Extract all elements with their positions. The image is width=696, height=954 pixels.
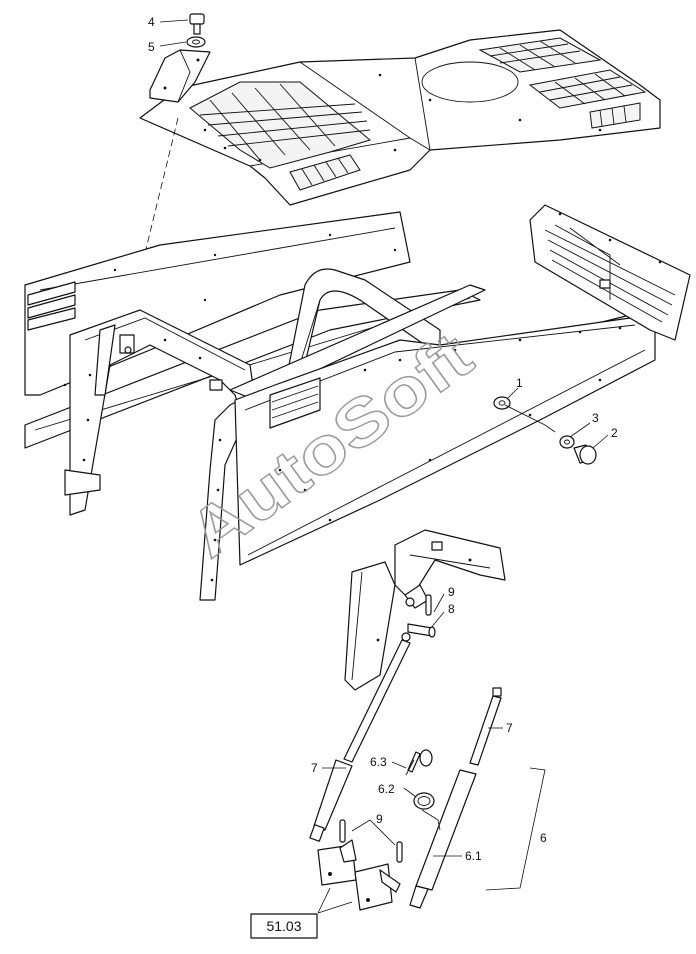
callout-2: 2 [611,426,618,440]
mount-plate-left [317,839,357,886]
pin-9-upper [425,594,432,616]
callout-9-lower: 9 [376,812,383,826]
alignment-line [124,117,179,336]
callout-4: 4 [148,15,155,29]
rear-grille-panel [529,204,691,341]
hinge-column [344,561,396,691]
callout-6-3: 6.3 [370,755,387,769]
gas-strut-left [309,632,411,842]
callout-7-left: 7 [311,761,318,775]
washer-5 [186,36,206,48]
washer-3 [559,435,575,449]
gas-strut-right [409,687,502,909]
callout-3: 3 [592,411,599,425]
leader-lines [159,19,609,914]
hinge-bracket [394,529,506,601]
callout-9-upper: 9 [448,585,455,599]
front-frame [64,309,256,601]
hood-grille-right-upper [478,37,602,73]
hood-grille-left [189,81,372,169]
hinge-latch [404,584,429,609]
callout-6-1: 6.1 [465,849,482,863]
callout-8: 8 [448,602,455,616]
bolt-4 [189,13,205,35]
bolt-2 [573,444,597,465]
callout-labels: 1 2 3 4 5 6 6.1 6.2 6.3 7 7 8 9 9 [148,15,618,863]
hood-cover [139,29,661,206]
pin-8 [407,623,436,638]
callout-7-right: 7 [506,721,513,735]
reference-box-label: 51.03 [266,918,301,934]
callout-1: 1 [516,376,523,390]
reference-box: 51.03 [250,913,318,939]
right-side-panel [234,317,656,566]
nut-1 [493,396,511,410]
mount-plate-right [354,863,401,911]
callout-5: 5 [148,40,155,54]
ring-6-2 [413,792,435,810]
hood-bracket [149,49,211,103]
callout-6: 6 [540,831,547,845]
lock-pin-6-3 [405,749,433,776]
callout-6-2: 6.2 [378,782,395,796]
pin-9-lower-b [396,841,403,863]
pin-9-lower-a [339,819,346,843]
